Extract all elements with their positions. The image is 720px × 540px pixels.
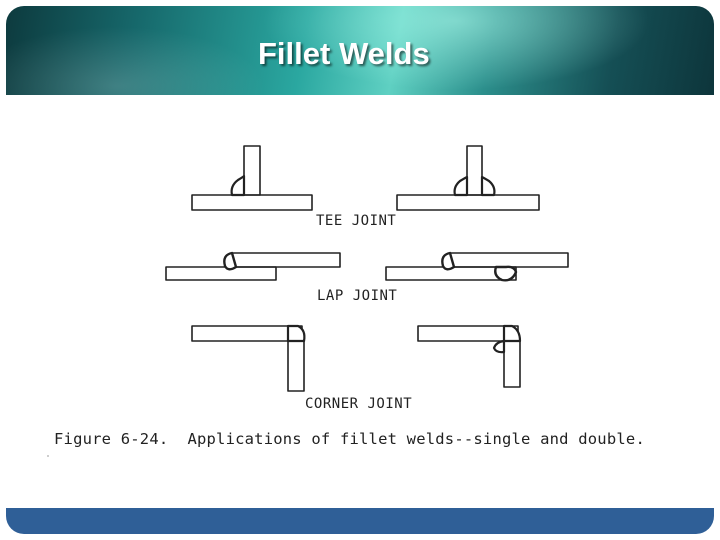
corner-vertical-plate — [503, 340, 521, 388]
corner-fillet-weld-inner — [492, 339, 506, 354]
tee-joint-single — [191, 145, 313, 211]
tee-vertical-plate — [243, 145, 261, 196]
lap-joint-single — [165, 251, 341, 281]
lap-lower-plate — [165, 266, 277, 281]
banner-glow — [6, 26, 266, 95]
title-banner: Fillet Welds — [6, 6, 714, 95]
lap-upper-plate — [449, 252, 569, 268]
lap-fillet-weld-bottom — [494, 265, 518, 282]
tee-base-plate — [396, 194, 540, 211]
banner-glow — [246, 6, 666, 95]
slide: Fillet Welds — [6, 6, 714, 534]
corner-fillet-weld-outer — [502, 324, 522, 343]
tee-fillet-weld-right — [480, 175, 496, 197]
lap-upper-plate — [231, 252, 341, 268]
fillet-weld-figure: TEE JOINT LAP JOINT CORNER JOINT Figure … — [6, 6, 714, 534]
lap-joint-double — [385, 251, 569, 282]
corner-horizontal-plate — [191, 325, 303, 342]
tee-base-plate — [191, 194, 313, 211]
tee-fillet-weld — [230, 174, 246, 197]
corner-vertical-plate — [287, 340, 305, 392]
tee-joint-label: TEE JOINT — [316, 213, 397, 229]
figure-caption: Figure 6-24. Applications of fillet weld… — [54, 430, 645, 448]
lap-fillet-weld — [223, 251, 238, 271]
corner-joint-single — [191, 324, 306, 392]
tee-vertical-plate — [466, 145, 483, 196]
corner-joint-label: CORNER JOINT — [305, 396, 413, 412]
slide-title: Fillet Welds — [258, 36, 430, 71]
footer-bar — [6, 508, 714, 534]
corner-joint-double — [417, 324, 522, 388]
lap-fillet-weld-top — [441, 251, 456, 271]
lap-joint-label: LAP JOINT — [317, 288, 398, 304]
tee-fillet-weld-left — [453, 175, 469, 197]
weld-diagram — [47, 145, 569, 457]
tee-joint-double — [396, 145, 540, 211]
corner-fillet-weld — [286, 324, 306, 343]
scan-speck — [47, 455, 49, 457]
